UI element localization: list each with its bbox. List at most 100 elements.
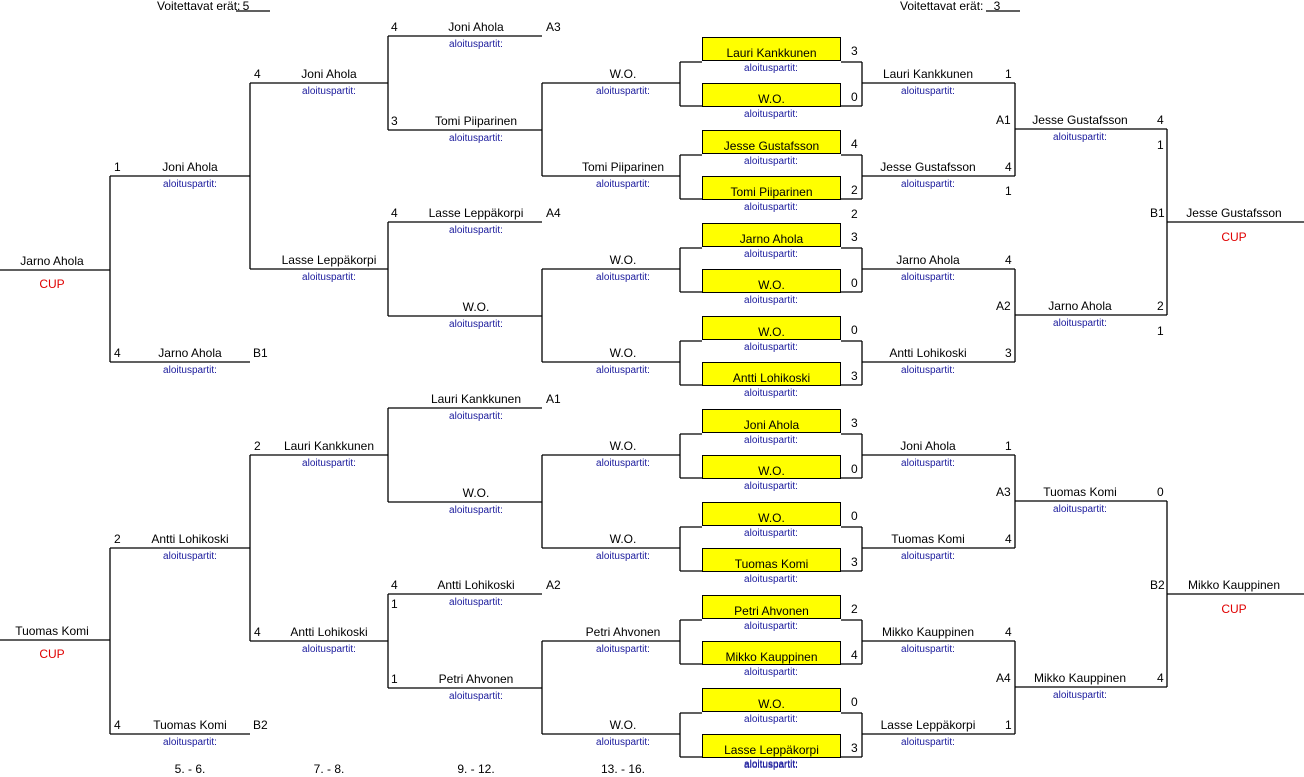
col4-subtext: aloituspartit: [596, 551, 650, 562]
yellow-box-name: Jesse Gustafsson [723, 139, 820, 153]
round-label: 7. - 8. [313, 762, 345, 776]
yellow-score: 3 [851, 230, 858, 244]
rcol3-score: 2 [1157, 299, 1164, 313]
col1-code: B2 [253, 718, 268, 732]
rcol4-score: 1 [1005, 67, 1012, 81]
finalist-right-name: Mikko Kauppinen [1187, 578, 1281, 592]
rcol4-score: 4 [1005, 625, 1012, 639]
rcol3-name: Jesse Gustafsson [1032, 113, 1128, 127]
col4-name: W.O. [609, 718, 637, 732]
col3-subtext: aloituspartit: [449, 225, 503, 236]
rcol3-score: 4 [1157, 113, 1164, 127]
col3-code: A3 [546, 20, 561, 34]
yellow-player-box [702, 502, 841, 526]
rcol4-name: Lauri Kankkunen [882, 67, 974, 81]
rcol4-score: 3 [1005, 346, 1012, 360]
yellow-score: 4 [851, 648, 858, 662]
yellow-box-name: W.O. [758, 464, 785, 478]
finalist-left-name: Tuomas Komi [15, 624, 89, 638]
col1-subtext: aloituspartit: [163, 737, 217, 748]
col2-score: 2 [254, 439, 261, 453]
yellow-subtext: aloituspartit: [744, 295, 798, 306]
col1-score: 4 [114, 346, 121, 360]
col3-name: Petri Ahvonen [438, 672, 514, 686]
rcol4-score-secondary: 1 [1005, 184, 1012, 198]
col1-name: Joni Ahola [162, 160, 218, 174]
rcol3-code: A1 [996, 113, 1011, 127]
yellow-player-box [702, 641, 841, 665]
col3-score: 4 [391, 206, 398, 220]
cup-label: CUP [1221, 230, 1247, 244]
yellow-player-box [702, 362, 841, 386]
col3-subtext: aloituspartit: [449, 133, 503, 144]
yellow-score: 3 [851, 369, 858, 383]
yellow-box-name: W.O. [758, 92, 785, 106]
yellow-box-name: W.O. [758, 325, 785, 339]
yellow-player-box [702, 409, 841, 433]
col1-score: 1 [114, 160, 121, 174]
extra-score: 2 [851, 207, 858, 221]
rcol4-score: 4 [1005, 253, 1012, 267]
yellow-score: 0 [851, 90, 858, 104]
col4-name: W.O. [609, 346, 637, 360]
yellow-subtext: aloituspartit: [744, 760, 798, 771]
yellow-subtext: aloituspartit: [744, 202, 798, 213]
col3-score: 1 [391, 672, 398, 686]
col2-subtext: aloituspartit: [302, 86, 356, 97]
yellow-player-box [702, 176, 841, 200]
rcol4-subtext: aloituspartit: [901, 272, 955, 283]
col2-score: 4 [254, 67, 261, 81]
yellow-subtext: aloituspartit: [744, 714, 798, 725]
rcol4-subtext: aloituspartit: [901, 365, 955, 376]
rcol3-subtext: aloituspartit: [1053, 132, 1107, 143]
yellow-box-name: W.O. [758, 697, 785, 711]
col4-subtext: aloituspartit: [596, 365, 650, 376]
col4-name: W.O. [609, 439, 637, 453]
col3-name: W.O. [462, 486, 490, 500]
rcol3-code: A4 [996, 671, 1011, 685]
yellow-subtext: aloituspartit: [744, 435, 798, 446]
yellow-score: 0 [851, 323, 858, 337]
yellow-score: 0 [851, 509, 858, 523]
rfinal-code: B1 [1150, 206, 1165, 220]
cup-label: CUP [39, 277, 65, 291]
rcol4-name: Antti Lohikoski [889, 346, 967, 360]
header-right-value: 3 [993, 0, 1001, 13]
rcol4-name: Lasse Leppäkorpi [880, 718, 976, 732]
yellow-box-name: Tomi Piiparinen [730, 185, 813, 199]
col2-subtext: aloituspartit: [302, 644, 356, 655]
rcol3-subtext: aloituspartit: [1053, 504, 1107, 515]
col1-name: Antti Lohikoski [151, 532, 229, 546]
rcol4-score: 1 [1005, 439, 1012, 453]
rcol3-score: 0 [1157, 485, 1164, 499]
cup-label: CUP [39, 647, 65, 661]
col4-subtext: aloituspartit: [596, 644, 650, 655]
col3-score-secondary: 1 [391, 597, 398, 611]
yellow-score: 0 [851, 695, 858, 709]
rcol4-subtext: aloituspartit: [901, 179, 955, 190]
yellow-box-name: W.O. [758, 278, 785, 292]
round-label: 5. - 6. [174, 762, 206, 776]
yellow-player-box [702, 83, 841, 107]
col3-subtext: aloituspartit: [449, 411, 503, 422]
col4-name: Tomi Piiparinen [581, 160, 665, 174]
yellow-box-name: Jarno Ahola [739, 232, 804, 246]
col4-name: W.O. [609, 253, 637, 267]
col3-subtext: aloituspartit: [449, 39, 503, 50]
yellow-subtext: aloituspartit: [744, 621, 798, 632]
rcol3-score-secondary: 1 [1157, 324, 1164, 338]
rcol3-name: Jarno Ahola [1048, 299, 1112, 313]
col3-score: 4 [391, 578, 398, 592]
yellow-score: 4 [851, 137, 858, 151]
rcol4-subtext: aloituspartit: [901, 458, 955, 469]
yellow-subtext: aloituspartit: [744, 63, 798, 74]
col1-subtext: aloituspartit: [163, 551, 217, 562]
header-left-value: 5 [242, 0, 250, 13]
col1-subtext: aloituspartit: [163, 365, 217, 376]
col3-name: Antti Lohikoski [437, 578, 515, 592]
yellow-subtext: aloituspartit: [744, 249, 798, 260]
yellow-subtext: aloituspartit: [744, 574, 798, 585]
rcol4-name: Jarno Ahola [896, 253, 960, 267]
rcol4-name: Mikko Kauppinen [881, 625, 975, 639]
col1-code: B1 [253, 346, 268, 360]
